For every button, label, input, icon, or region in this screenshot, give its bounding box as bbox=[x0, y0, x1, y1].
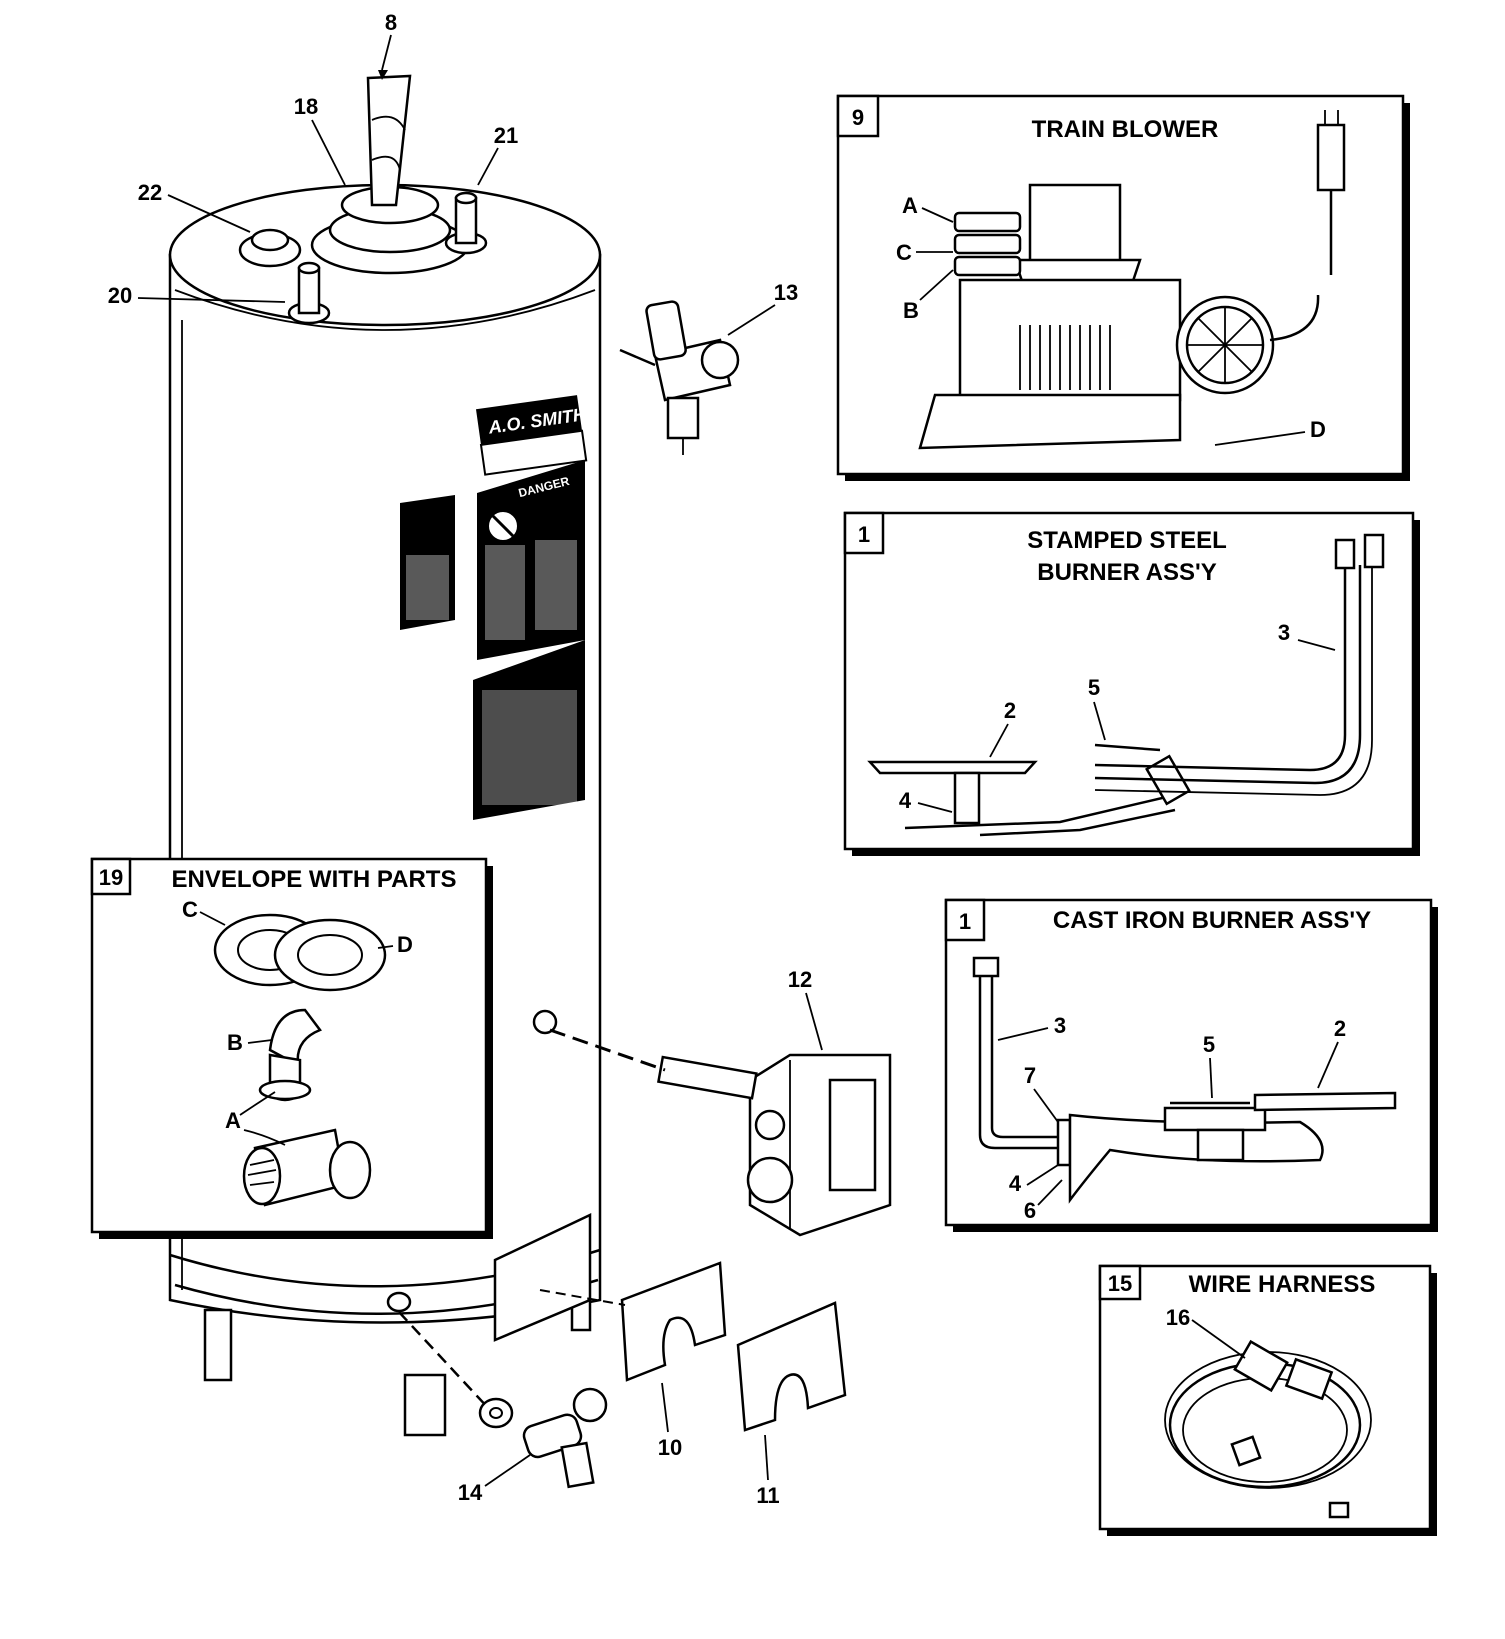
stamped-part-2: 2 bbox=[1004, 698, 1016, 723]
cast-part-4: 4 bbox=[1009, 1171, 1022, 1196]
gas-control-valve bbox=[549, 1028, 892, 1237]
outer-door bbox=[620, 1261, 727, 1382]
callout-20: 20 bbox=[108, 283, 286, 308]
panel-title: CAST IRON BURNER ASS'Y bbox=[1053, 907, 1371, 934]
envelope-part-d: D bbox=[397, 932, 413, 957]
panel-title-line-1: STAMPED STEEL bbox=[1027, 527, 1227, 554]
envelope-part-a: A bbox=[225, 1108, 241, 1133]
water-heater-tank bbox=[168, 183, 602, 1437]
cast-part-2: 2 bbox=[1334, 1016, 1346, 1041]
svg-text:14: 14 bbox=[458, 1480, 483, 1505]
anode-fitting bbox=[238, 228, 302, 268]
stamped-part-5: 5 bbox=[1088, 675, 1100, 700]
callout-8: 8 bbox=[378, 10, 397, 80]
svg-text:22: 22 bbox=[138, 180, 162, 205]
instruction-label bbox=[473, 640, 585, 820]
panel-number: 1 bbox=[959, 909, 971, 934]
danger-label-large: DANGER bbox=[477, 460, 585, 660]
panel-cast-iron-burner: 1 CAST IRON BURNER ASS'Y 3 5 2 7 4 6 bbox=[944, 898, 1438, 1232]
inner-door bbox=[736, 1301, 847, 1432]
svg-text:11: 11 bbox=[756, 1483, 779, 1508]
panel-envelope-with-parts: 19 ENVELOPE WITH PARTS C D B A bbox=[90, 857, 493, 1239]
cast-part-7: 7 bbox=[1024, 1063, 1036, 1088]
panel-title-line-2: BURNER ASS'Y bbox=[1037, 559, 1217, 586]
svg-text:8: 8 bbox=[385, 10, 397, 35]
panel-number: 9 bbox=[852, 105, 864, 130]
panel-number: 1 bbox=[858, 522, 870, 547]
drain-valve bbox=[398, 1311, 608, 1489]
cold-water-nipple bbox=[287, 261, 331, 325]
cast-part-3: 3 bbox=[1054, 1013, 1066, 1038]
callout-21: 21 bbox=[477, 123, 518, 186]
stamped-part-3: 3 bbox=[1278, 620, 1290, 645]
svg-text:21: 21 bbox=[494, 123, 518, 148]
panel-title: TRAIN BLOWER bbox=[1032, 116, 1219, 143]
panel-wire-harness: 15 WIRE HARNESS 16 bbox=[1098, 1264, 1437, 1536]
panel-title: ENVELOPE WITH PARTS bbox=[172, 866, 457, 893]
relief-valve bbox=[619, 300, 740, 455]
flue-baffle bbox=[366, 74, 412, 207]
envelope-part-b: B bbox=[227, 1030, 243, 1055]
callout-13: 13 bbox=[727, 280, 798, 336]
callout-14: 14 bbox=[458, 1454, 531, 1505]
panel-number: 15 bbox=[1108, 1271, 1132, 1296]
blower-part-c: C bbox=[896, 240, 912, 265]
callout-22: 22 bbox=[138, 180, 251, 233]
callout-10: 10 bbox=[658, 1382, 682, 1460]
svg-text:13: 13 bbox=[774, 280, 798, 305]
brand-plate: A.O. SMITH bbox=[475, 395, 588, 476]
harness-part-16: 16 bbox=[1166, 1305, 1190, 1330]
cast-part-5: 5 bbox=[1203, 1032, 1215, 1057]
svg-text:10: 10 bbox=[658, 1435, 682, 1460]
danger-label-small bbox=[400, 495, 455, 630]
blower-part-a: A bbox=[902, 193, 918, 218]
cast-part-6: 6 bbox=[1024, 1198, 1036, 1223]
callout-11: 11 bbox=[756, 1434, 780, 1508]
svg-text:20: 20 bbox=[108, 283, 132, 308]
svg-text:18: 18 bbox=[294, 94, 318, 119]
stamped-part-4: 4 bbox=[899, 788, 912, 813]
callout-18: 18 bbox=[294, 94, 346, 186]
hot-water-nipple bbox=[444, 191, 488, 255]
blower-part-b: B bbox=[903, 298, 919, 323]
callout-12: 12 bbox=[788, 967, 823, 1051]
panel-stamped-steel-burner: 1 STAMPED STEEL BURNER ASS'Y 2 5 3 4 bbox=[843, 511, 1420, 856]
panel-train-blower: 9 TRAIN BLOWER A C B bbox=[836, 94, 1410, 481]
panel-number: 19 bbox=[99, 865, 123, 890]
envelope-part-c: C bbox=[182, 897, 198, 922]
blower-part-d: D bbox=[1310, 417, 1326, 442]
panel-title: WIRE HARNESS bbox=[1189, 1271, 1376, 1298]
svg-text:12: 12 bbox=[788, 967, 812, 992]
